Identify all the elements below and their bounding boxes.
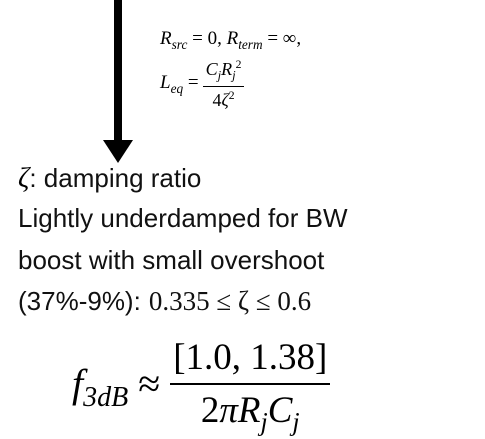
- zeta-symbol: ζ: [18, 163, 30, 194]
- f3db-numerator: [1.0, 1.38]: [173, 337, 328, 378]
- f3db-equation: f3dB ≈ [1.0, 1.38] 2πRjCj: [72, 336, 331, 437]
- leq-fraction: CjRj2 4ζ2: [202, 58, 245, 111]
- zeta-label: : damping ratio: [29, 163, 202, 193]
- overshoot-percent: (37%-9%):: [18, 286, 141, 316]
- zeta-definition: ζ: damping ratio: [18, 165, 201, 193]
- description-line-2: Lightly underdamped for BW: [18, 203, 348, 233]
- down-arrow-icon: [114, 0, 122, 142]
- leq-equation: Leq = CjRj2 4ζ2: [160, 58, 245, 111]
- arrow-head: [103, 140, 133, 163]
- f3db-fraction: [1.0, 1.38] 2πRjCj: [170, 336, 331, 437]
- description-line-3: boost with small overshoot: [18, 245, 325, 275]
- zeta-range: 0.335 ≤ ζ ≤ 0.6: [148, 286, 312, 316]
- overshoot-range-line: (37%-9%):0.335 ≤ ζ ≤ 0.6: [18, 288, 311, 315]
- rsrc-rterm-equation: Rsrc = 0, Rterm = ∞,: [160, 28, 302, 52]
